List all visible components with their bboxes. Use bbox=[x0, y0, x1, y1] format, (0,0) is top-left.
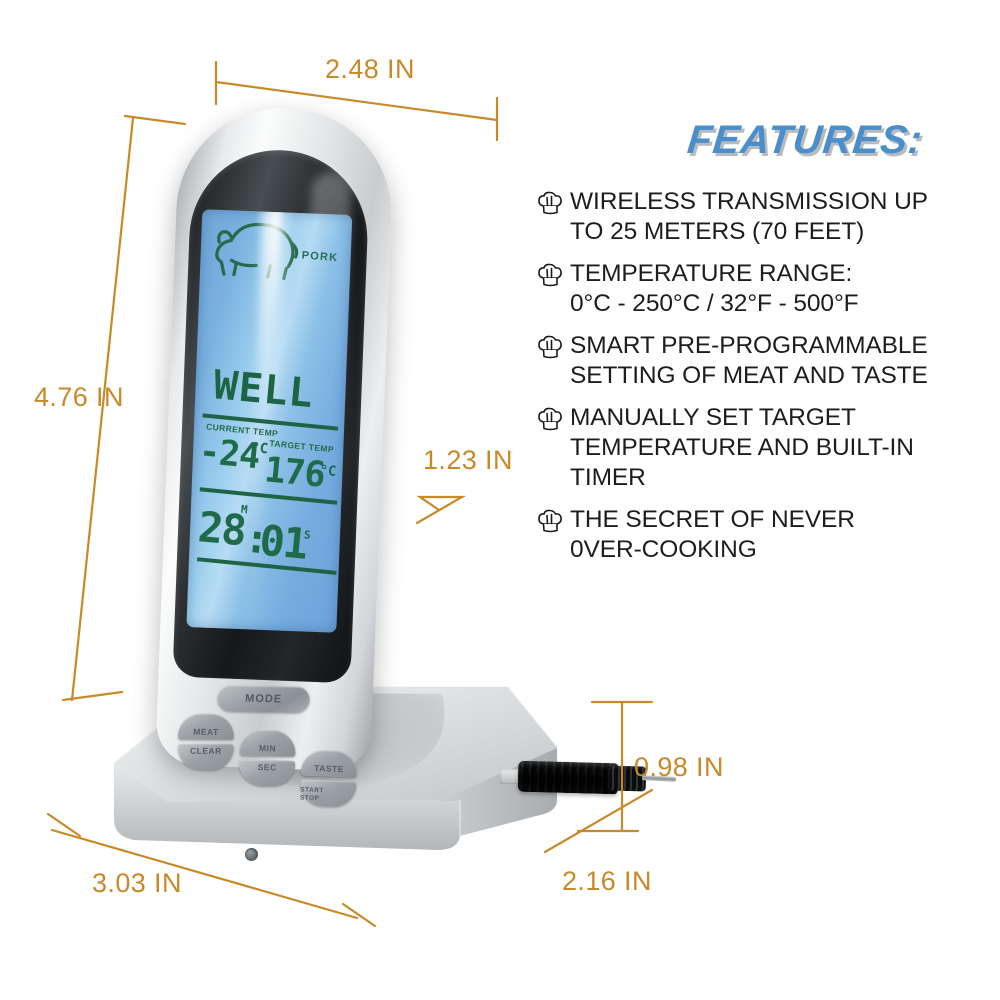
feature-text: THE SECRET OF NEVER 0VER-COOKING bbox=[570, 506, 855, 563]
lcd-screen: PORK WELL bbox=[186, 209, 353, 633]
probe-strain-relief bbox=[517, 760, 619, 795]
feature-item: THE SECRET OF NEVER 0VER-COOKING bbox=[536, 505, 988, 565]
feature-item: TEMPERATURE RANGE: 0°C - 250°C / 32°F - … bbox=[536, 259, 988, 319]
meat-button[interactable]: MEAT bbox=[177, 713, 235, 740]
start-stop-button[interactable]: START STOP bbox=[299, 779, 357, 808]
chef-hat-icon bbox=[536, 333, 566, 363]
min-sec-button-pair: MIN SEC bbox=[238, 729, 296, 787]
chef-hat-icon bbox=[536, 261, 566, 291]
feature-item: SMART PRE-PROGRAMMABLE SETTING OF MEAT A… bbox=[536, 331, 988, 391]
stop-label: STOP bbox=[299, 793, 320, 802]
feature-text: MANUALLY SET TARGET TEMPERATURE AND BUIL… bbox=[570, 404, 914, 491]
feature-text: TEMPERATURE RANGE: 0°C - 250°C / 32°F - … bbox=[570, 260, 859, 317]
taste-start-button-pair: TASTE START STOP bbox=[299, 749, 358, 808]
probe-wire bbox=[641, 775, 677, 782]
mode-button[interactable]: MODE bbox=[216, 685, 311, 713]
probe-jack-port bbox=[500, 769, 522, 784]
feature-item: WIRELESS TRANSMISSION UP TO 25 METERS (7… bbox=[536, 187, 988, 247]
sec-button[interactable]: SEC bbox=[238, 759, 296, 787]
control-panel: MODE MEAT CLEAR MIN SEC TASTE START STOP bbox=[155, 104, 395, 808]
wireless-thermometer-unit: PORK WELL bbox=[155, 104, 396, 808]
chef-hat-icon bbox=[536, 189, 566, 219]
features-list: WIRELESS TRANSMISSION UP TO 25 METERS (7… bbox=[536, 187, 988, 565]
min-button[interactable]: MIN bbox=[239, 729, 296, 757]
status-led bbox=[245, 848, 258, 861]
product-illustration: PORK WELL bbox=[60, 90, 677, 880]
meat-clear-button-pair: MEAT CLEAR bbox=[177, 713, 235, 770]
features-heading: FEATURES: bbox=[685, 118, 925, 162]
taste-button[interactable]: TASTE bbox=[300, 749, 358, 778]
features-panel: FEATURES: WIRELESS TRANSMISSION UP TO 25… bbox=[536, 118, 988, 577]
feature-text: SMART PRE-PROGRAMMABLE SETTING OF MEAT A… bbox=[570, 332, 928, 389]
feature-item: MANUALLY SET TARGET TEMPERATURE AND BUIL… bbox=[536, 403, 988, 493]
dim-label-width-top: 2.48 IN bbox=[325, 54, 415, 84]
chef-hat-icon bbox=[536, 405, 566, 435]
tick-basewidth-right bbox=[341, 902, 377, 928]
feature-text: WIRELESS TRANSMISSION UP TO 25 METERS (7… bbox=[570, 188, 928, 245]
clear-button[interactable]: CLEAR bbox=[177, 743, 234, 770]
chef-hat-icon bbox=[536, 507, 566, 537]
probe-tip-housing bbox=[607, 765, 647, 792]
probe-connector bbox=[500, 755, 677, 801]
